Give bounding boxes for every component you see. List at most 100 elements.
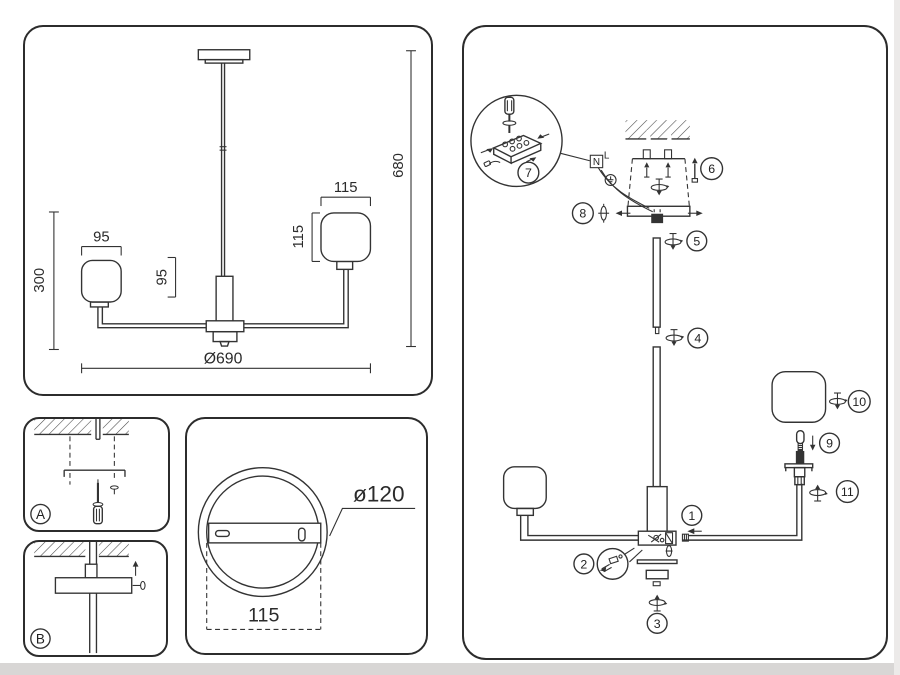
arm-thread-tip <box>681 533 689 542</box>
rotate-screw-icon <box>828 392 849 410</box>
drill-guide-lines <box>69 436 115 468</box>
rotate-screw-icon <box>665 329 685 347</box>
dimension-drawing-panel: 95 95 300 115 115 <box>23 25 433 396</box>
rotate-screw-icon <box>650 178 670 196</box>
step-callout-11: 11 <box>810 479 859 504</box>
slot-spacing-extension <box>206 542 322 630</box>
anchor-screw-left <box>644 162 650 178</box>
rod-thread-peg <box>654 326 660 335</box>
step-number: 1 <box>688 509 695 523</box>
wire-insert-arrows <box>480 133 550 163</box>
screwdriver-icon <box>502 96 517 133</box>
screwdriver-icon <box>92 479 104 525</box>
step-callout-10: 10 <box>771 371 871 423</box>
dim-690-label: Ø690 <box>204 350 243 367</box>
arrow-left-icon <box>615 210 623 216</box>
mount-detail-b: B <box>30 542 146 654</box>
dim-95-side-label: 95 <box>155 269 171 286</box>
hub <box>205 320 245 333</box>
right-edge-strip <box>894 0 900 675</box>
step-number: 11 <box>841 485 854 499</box>
mounting-bracket <box>627 149 690 207</box>
canopy-plate <box>54 577 133 594</box>
step-number: 5 <box>693 234 700 248</box>
hanger-stud <box>89 542 98 565</box>
rotate-screw-icon <box>664 232 684 251</box>
dim-115-side-label: 115 <box>291 225 307 249</box>
socket-assembly <box>784 450 814 486</box>
mount-detail-a-panel: A <box>23 417 170 532</box>
central-body <box>646 485 668 532</box>
step-number: 7 <box>525 166 532 180</box>
wiring-labels: N L <box>589 151 617 187</box>
bulb-icon <box>795 429 805 452</box>
ceiling-hatch <box>34 419 129 436</box>
screw-icon <box>109 485 119 495</box>
step-number: 4 <box>694 332 701 346</box>
hub-lower <box>212 330 238 343</box>
mount-detail-a: A <box>30 419 129 525</box>
step-callout-1: 1 <box>681 504 703 535</box>
up-arrow <box>132 560 139 576</box>
assembly-panel: 7 N L <box>462 25 888 660</box>
wire-end <box>483 160 501 167</box>
step-callout-2: 2 <box>573 547 643 580</box>
right-shade <box>771 371 827 423</box>
left-socket-neck <box>516 507 535 517</box>
upper-rod <box>652 237 661 335</box>
anchor-right <box>664 149 673 160</box>
slot-horizontal <box>214 529 231 538</box>
socket-thread <box>795 450 805 464</box>
chandelier-outline <box>80 49 372 347</box>
assembly-diagram: 7 N L <box>470 94 871 634</box>
hub-washer <box>636 559 678 565</box>
step-number: 10 <box>852 395 866 409</box>
wire-label-neutral: N <box>593 157 600 168</box>
step-callout-5: 5 <box>664 230 708 252</box>
left-arm-assembly <box>502 466 639 541</box>
central-body <box>215 275 234 323</box>
socket-nut <box>794 476 805 486</box>
dim-large-shade-width: 115 <box>320 180 371 207</box>
ceiling-plate-panel: ø120 115 <box>185 417 428 655</box>
mounting-bar <box>207 522 322 544</box>
panel-a-label: A <box>36 507 45 522</box>
side-screw-icon <box>597 203 610 224</box>
slot-spacing-label: 115 <box>248 605 279 627</box>
dimensions: 95 95 300 115 115 <box>32 50 416 374</box>
hub <box>637 530 677 558</box>
detail-circle-7: 7 <box>470 94 563 188</box>
anchor-left <box>642 149 651 160</box>
ceiling-canopy <box>197 49 251 61</box>
rotate-screw-icon <box>649 595 667 611</box>
right-arm <box>243 212 372 329</box>
plate-diameter-label: ø120 <box>353 482 405 507</box>
step-number: 6 <box>708 162 715 176</box>
drill-guide-lines-lower <box>69 473 115 485</box>
ceiling-hatch <box>625 120 690 140</box>
supply-wires <box>597 167 653 213</box>
dim-small-shade-height: 95 <box>155 256 177 298</box>
step-number: 2 <box>580 557 587 571</box>
arrow-left-icon <box>687 528 695 535</box>
detail-circle-2 <box>596 547 629 580</box>
left-socket-neck <box>89 301 109 308</box>
stud-coupler <box>84 563 98 579</box>
step-number: 8 <box>579 207 586 221</box>
dim-small-shade-width: 95 <box>81 230 122 256</box>
dim-680-label: 680 <box>391 153 407 178</box>
dim-115-top-label: 115 <box>334 180 358 196</box>
diameter-leader-line <box>329 507 416 537</box>
terminal-block <box>492 134 543 165</box>
hub-cap <box>219 340 230 347</box>
right-shade <box>320 212 372 263</box>
panel-a-badge: A <box>30 503 51 525</box>
step-callout-9: 9 <box>795 429 841 454</box>
panel-b-label: B <box>36 631 45 646</box>
dim-large-shade-height: 115 <box>291 212 320 262</box>
dim-300-label: 300 <box>32 268 48 293</box>
step-number: 9 <box>826 437 833 451</box>
hub-cap <box>652 581 661 587</box>
ceiling-hatch <box>34 542 129 558</box>
lower-rod <box>652 346 661 488</box>
